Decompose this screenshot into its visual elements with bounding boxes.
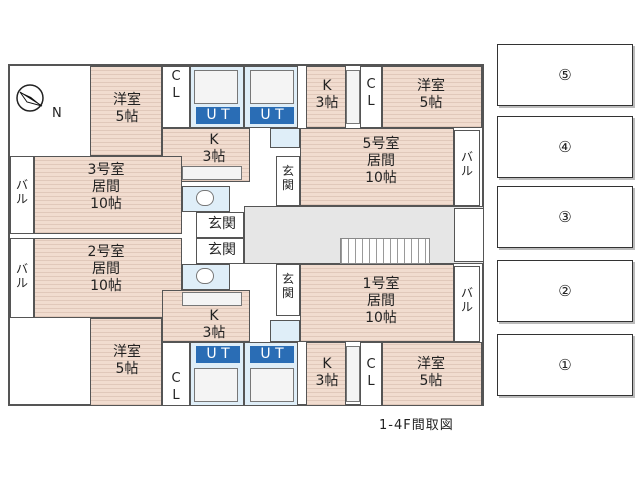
floor-5-box[interactable]: ⑤	[497, 44, 633, 106]
entrance-unit1-label: 玄関	[281, 272, 294, 300]
balcony-left-lower	[10, 238, 34, 318]
stove-icon	[346, 346, 360, 402]
unit-bath-bottom-left-label: U T	[196, 346, 240, 363]
floor-3-label: ③	[558, 208, 572, 226]
living-room-unit2	[34, 238, 182, 318]
stair-landing	[454, 208, 484, 262]
floor-5-label: ⑤	[558, 66, 572, 84]
toilet-unit5	[270, 128, 300, 148]
north-arrow-icon	[16, 84, 44, 112]
closet-bottom-right	[360, 342, 382, 406]
living-room-unit3	[34, 156, 182, 234]
floor-2-label: ②	[558, 282, 572, 300]
closet-top-right	[360, 66, 382, 128]
balcony-right-lower	[454, 266, 480, 342]
balcony-right-lower-label: バル	[460, 286, 473, 314]
compass: N	[12, 80, 72, 121]
entrance-unit5	[276, 156, 300, 206]
western-room-top-left	[90, 66, 162, 156]
entrance-unit1	[276, 264, 300, 316]
bathtub-icon	[194, 70, 238, 104]
floor-plan-caption: 1-4F間取図	[379, 418, 454, 433]
stove-icon	[346, 70, 360, 124]
western-room-top-right	[382, 66, 482, 128]
entrance-unit5-label: 玄関	[281, 164, 294, 192]
compass-north-label: N	[52, 106, 62, 121]
living-room-unit1	[300, 264, 454, 342]
western-room-bottom-right	[382, 342, 482, 406]
entrance-unit2-label: 玄関	[208, 242, 236, 258]
balcony-right-upper	[454, 130, 480, 206]
kitchen-top-right	[306, 66, 346, 128]
kitchen-bottom-right	[306, 342, 346, 406]
balcony-left-upper-label: バル	[15, 178, 28, 206]
entrance-unit2	[196, 238, 244, 264]
bathtub-icon	[250, 368, 294, 402]
balcony-right-upper-label: バル	[460, 150, 473, 178]
western-room-bottom-left	[90, 318, 162, 406]
entrance-unit3-label: 玄関	[208, 216, 236, 232]
floor-2-box[interactable]: ②	[497, 260, 633, 322]
stove-icon	[182, 166, 242, 180]
balcony-left-lower-label: バル	[15, 262, 28, 290]
unit-bath-top-left-label: U T	[196, 107, 240, 124]
toilet-icon	[196, 190, 214, 206]
staircase	[340, 238, 430, 264]
bathtub-icon	[194, 368, 238, 402]
closet-top-left	[162, 66, 190, 128]
floor-1-box[interactable]: ①	[497, 334, 633, 396]
floor-4-box[interactable]: ④	[497, 116, 633, 178]
floor-3-box[interactable]: ③	[497, 186, 633, 248]
unit-bath-top-mid-label: U T	[250, 107, 294, 124]
toilet-icon	[196, 268, 214, 284]
unit-bath-bottom-mid-label: U T	[250, 346, 294, 363]
balcony-left-upper	[10, 156, 34, 234]
toilet-unit1	[270, 320, 300, 342]
floor-4-label: ④	[558, 138, 572, 156]
living-room-unit5	[300, 128, 454, 206]
stove-icon	[182, 292, 242, 306]
closet-bottom-left	[162, 342, 190, 406]
floor-1-label: ①	[558, 356, 572, 374]
bathtub-icon	[250, 70, 294, 104]
entrance-unit3	[196, 212, 244, 238]
